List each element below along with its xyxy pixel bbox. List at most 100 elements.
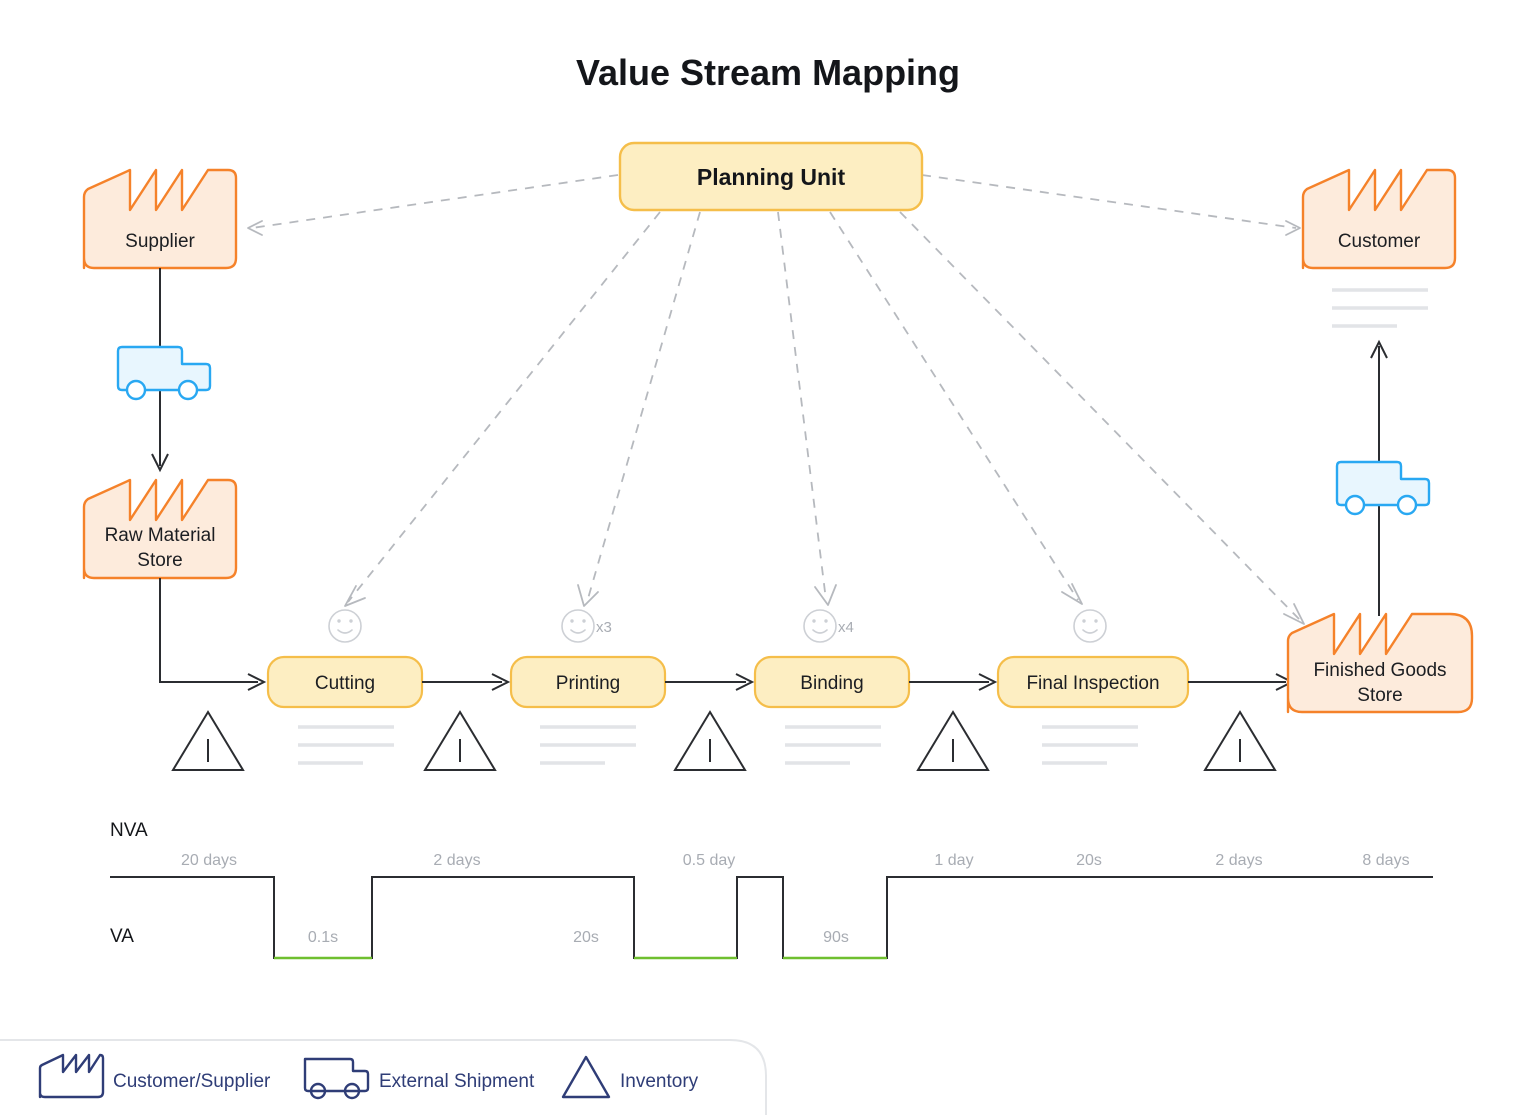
- supplier-label: Supplier: [125, 231, 195, 252]
- smiley-eye-right: [1094, 619, 1098, 623]
- raw-material-store-label-line1: Raw Material: [105, 525, 216, 546]
- info-flow-to-final-inspection: [829, 211, 1079, 601]
- process-cutting[interactable]: Cutting: [266, 655, 424, 709]
- truck-icon-body: [1335, 460, 1431, 507]
- flow-printing-to-binding-arrowhead: [735, 673, 755, 691]
- process-binding[interactable]: Binding: [753, 655, 911, 709]
- inbound-flow-arrowhead: [151, 453, 169, 473]
- truck-icon-body: [116, 345, 212, 392]
- inventory-triangle-icon: [171, 710, 245, 771]
- legend-item-external-shipment: External Shipment: [303, 1057, 535, 1100]
- planning-unit-node[interactable]: Planning Unit: [618, 141, 924, 212]
- operator-smiley-icon: [561, 609, 595, 643]
- operator-smiley-icon: [328, 609, 362, 643]
- raw-material-store-node[interactable]: Raw Material Store: [82, 478, 238, 580]
- info-flow-to-cutting: [347, 211, 661, 603]
- smiley-mouth: [812, 629, 828, 634]
- inventory-triangle-4[interactable]: [916, 710, 990, 771]
- info-flow-to-supplier: [251, 174, 619, 229]
- timeline-va-value: 20s: [573, 929, 599, 946]
- truck-icon-wheel-front: [309, 1082, 327, 1100]
- timeline-nva-value: 20s: [1076, 852, 1102, 869]
- legend-label-inventory: Inventory: [620, 1071, 699, 1092]
- truck-icon-wheel-front: [125, 379, 147, 401]
- smiley-mouth: [570, 629, 586, 634]
- process-data-placeholders: [298, 288, 1428, 765]
- customer-node[interactable]: Customer: [1301, 168, 1457, 270]
- info-flow-to-customer: [921, 174, 1297, 229]
- legend-label-external-shipment: External Shipment: [379, 1071, 535, 1092]
- supplier-node[interactable]: Supplier: [82, 168, 238, 270]
- customer-label: Customer: [1338, 231, 1421, 252]
- supplier-factory-icon: [82, 168, 238, 270]
- binding-operator-count: x4: [838, 619, 854, 636]
- planning-unit-box[interactable]: [618, 141, 924, 212]
- process-printing[interactable]: Printing: [509, 655, 667, 709]
- info-flow-to-final-inspection-arrowhead: [1061, 583, 1083, 605]
- smiley-eye-right: [349, 619, 353, 623]
- info-flow-to-finished-goods: [899, 211, 1301, 621]
- inventory-triangle-icon: [423, 710, 497, 771]
- raw-material-to-cutting-flow: [159, 578, 267, 691]
- timeline-nva-value: 8 days: [1362, 852, 1409, 869]
- info-flow-to-cutting-arrowhead: [344, 585, 366, 607]
- info-flow-to-supplier-arrowhead: [247, 220, 263, 236]
- legend-label-customer-supplier: Customer/Supplier: [113, 1071, 271, 1092]
- process-label-binding: Binding: [800, 673, 863, 694]
- timeline-va-value: 90s: [823, 929, 849, 946]
- inventory-triangle-3[interactable]: [673, 710, 747, 771]
- timeline-nva-values: 20 days 2 days 0.5 day 1 day 20s 2 days …: [181, 852, 1410, 869]
- legend-item-customer-supplier: Customer/Supplier: [38, 1053, 271, 1099]
- process-label-cutting: Cutting: [315, 673, 375, 694]
- inbound-shipment-truck[interactable]: [116, 345, 212, 401]
- finished-goods-store-node[interactable]: Finished Goods Store: [1286, 612, 1474, 714]
- printing-operator-icon-group: x3: [561, 609, 612, 643]
- inventory-triangle-2[interactable]: [423, 710, 497, 771]
- customer-factory-icon: [1301, 168, 1457, 270]
- binding-operator-icon-group: x4: [803, 609, 854, 643]
- truck-icon: [303, 1057, 370, 1093]
- inventory-triangle-icon: [1203, 710, 1277, 771]
- printing-operator-count: x3: [596, 619, 612, 636]
- raw-material-store-label-line2: Store: [137, 550, 182, 571]
- inventory-triangle-1[interactable]: [171, 710, 245, 771]
- raw-material-store-factory-icon: [82, 478, 238, 580]
- timeline-va-values: 0.1s 20s 90s: [308, 929, 849, 946]
- operator-smiley-icon: [1073, 609, 1107, 643]
- timeline-nva-value: 20 days: [181, 852, 237, 869]
- planning-unit-label: Planning Unit: [697, 164, 846, 190]
- smiley-eye-left: [570, 619, 574, 623]
- smiley-eye-right: [582, 619, 586, 623]
- cutting-operator-icon-group: [328, 609, 362, 643]
- outbound-flow-arrowhead: [1370, 339, 1388, 359]
- finished-goods-store-label-line2: Store: [1357, 685, 1402, 706]
- truck-icon-wheel-rear: [343, 1082, 361, 1100]
- inventory-triangle-icon: [673, 710, 747, 771]
- timeline-nva-value: 2 days: [1215, 852, 1262, 869]
- information-flow-group: [247, 174, 1305, 625]
- smiley-eye-left: [337, 619, 341, 623]
- info-flow-to-printing: [586, 211, 701, 603]
- smiley-eye-right: [824, 619, 828, 623]
- timeline-nva-value: 0.5 day: [683, 852, 735, 869]
- inventory-triangle-icon: [916, 710, 990, 771]
- inventory-triangle-5[interactable]: [1203, 710, 1277, 771]
- smiley-mouth: [337, 629, 353, 634]
- timeline-va-value: 0.1s: [308, 929, 338, 946]
- page-title: Value Stream Mapping: [576, 52, 960, 93]
- flow-binding-to-final-inspection-arrowhead: [978, 673, 998, 691]
- legend-item-inventory: Inventory: [561, 1055, 699, 1099]
- flow-cutting-to-printing-arrowhead: [491, 673, 511, 691]
- finished-goods-store-label-line1: Finished Goods: [1313, 660, 1446, 681]
- timeline-nva-value: 1 day: [934, 852, 973, 869]
- process-flow-arrows: [422, 673, 1295, 691]
- smiley-eye-left: [1082, 619, 1086, 623]
- truck-icon-wheel-front: [1344, 494, 1366, 516]
- info-flow-to-printing-arrowhead: [577, 584, 599, 607]
- info-flow-to-finished-goods-arrowhead: [1283, 603, 1305, 625]
- outbound-shipment-truck[interactable]: [1335, 460, 1431, 516]
- process-final-inspection[interactable]: Final Inspection: [996, 655, 1190, 709]
- info-flow-to-customer-arrowhead: [1285, 220, 1301, 236]
- raw-material-to-cutting-arrowhead: [247, 673, 267, 691]
